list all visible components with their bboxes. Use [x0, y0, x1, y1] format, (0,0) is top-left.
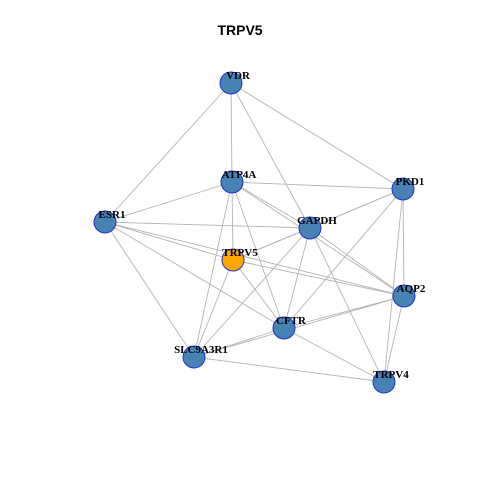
edge-esr1-cftr: [104, 221, 285, 329]
node-label-esr1: ESR1: [99, 209, 126, 221]
edge-atp4a-gapdh: [231, 181, 311, 229]
edge-vdr-atp4a: [230, 82, 233, 183]
edge-slc9a3r1-trpv4: [193, 356, 385, 383]
node-label-trpv5: TRPV5: [222, 247, 258, 259]
node-label-trpv4: TRPV4: [373, 369, 409, 381]
node-vdr: [219, 71, 243, 95]
edge-trpv5-slc9a3r1: [193, 259, 234, 358]
edge-atp4a-slc9a3r1: [193, 181, 233, 358]
edge-gapdh-trpv4: [309, 227, 385, 383]
node-trpv5: [221, 248, 245, 272]
node-label-pkd1: PKD1: [396, 176, 425, 188]
node-esr1: [93, 210, 117, 234]
node-label-gapdh: GAPDH: [297, 215, 337, 227]
edge-vdr-esr1: [104, 82, 232, 223]
edge-pkd1-aqp2: [402, 188, 405, 297]
edges-layer: [104, 82, 405, 383]
edge-cftr-slc9a3r1: [193, 327, 285, 358]
edge-vdr-gapdh: [230, 82, 311, 229]
node-gapdh: [298, 216, 322, 240]
edge-aqp2-slc9a3r1: [193, 295, 405, 358]
edge-atp4a-aqp2: [231, 181, 405, 297]
edge-atp4a-pkd1: [231, 181, 404, 190]
edge-gapdh-aqp2: [309, 227, 405, 297]
node-label-vdr: VDR: [226, 70, 251, 82]
edge-esr1-trpv5: [104, 221, 234, 261]
edge-pkd1-trpv4: [383, 188, 404, 383]
edge-gapdh-cftr: [283, 227, 311, 329]
figure-title: TRPV5: [217, 22, 263, 38]
node-trpv4: [372, 370, 396, 394]
edge-pkd1-cftr: [283, 188, 404, 329]
node-label-aqp2: AQP2: [397, 283, 426, 295]
edge-trpv5-cftr: [232, 259, 285, 329]
node-label-cftr: CFTR: [276, 315, 307, 327]
edge-esr1-aqp2: [104, 221, 405, 297]
node-pkd1: [391, 177, 415, 201]
edge-atp4a-trpv5: [231, 181, 234, 261]
edge-aqp2-trpv4: [383, 295, 405, 383]
node-aqp2: [392, 284, 416, 308]
nodes-layer: [93, 71, 416, 394]
edge-cftr-trpv4: [283, 327, 385, 383]
node-cftr: [272, 316, 296, 340]
edge-esr1-slc9a3r1: [104, 221, 195, 358]
node-atp4a: [220, 170, 244, 194]
edge-atp4a-cftr: [231, 181, 285, 329]
edge-esr1-gapdh: [104, 221, 311, 229]
node-slc9a3r1: [182, 345, 206, 369]
edge-gapdh-trpv5: [232, 227, 311, 261]
edge-vdr-pkd1: [230, 82, 404, 190]
edge-trpv5-aqp2: [232, 259, 405, 297]
node-label-slc9a3r1: SLC9A3R1: [174, 344, 228, 356]
node-label-atp4a: ATP4A: [222, 169, 257, 181]
edge-aqp2-cftr: [283, 295, 405, 329]
edge-gapdh-slc9a3r1: [193, 227, 311, 358]
edge-atp4a-esr1: [104, 181, 233, 223]
